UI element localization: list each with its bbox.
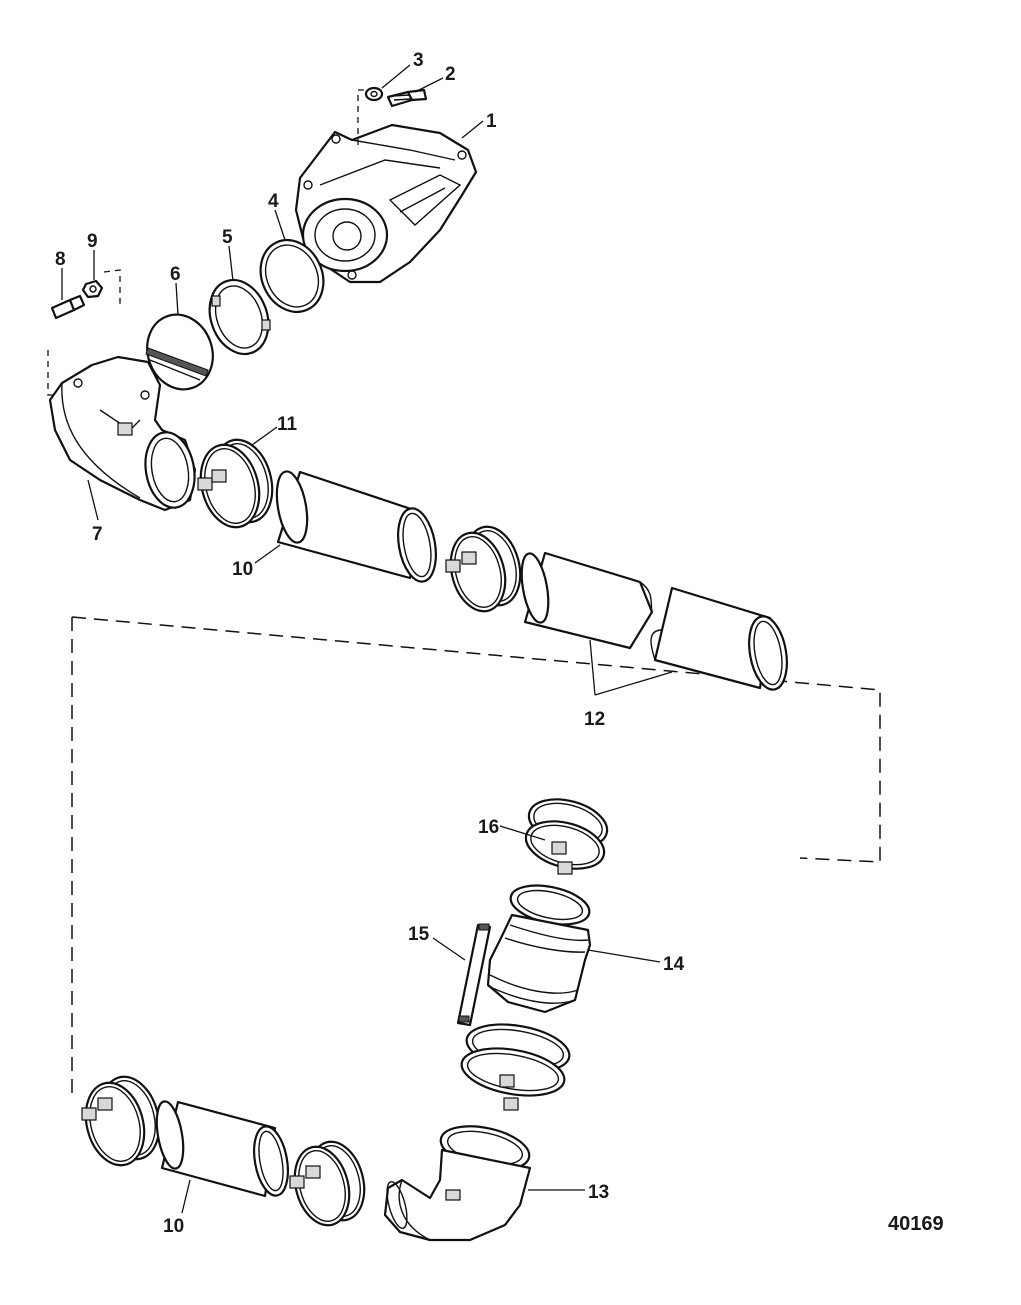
part-5-clamp-ring bbox=[208, 278, 271, 356]
callout-3: 3 bbox=[413, 50, 424, 71]
callout-7: 7 bbox=[92, 524, 103, 545]
callout-11: 11 bbox=[277, 414, 298, 435]
part-4-o-ring bbox=[259, 239, 325, 313]
callout-4: 4 bbox=[268, 191, 279, 212]
hose-clamps-lower bbox=[460, 1023, 571, 1111]
callout-13: 13 bbox=[588, 1182, 609, 1203]
part-1-exhaust-housing bbox=[294, 123, 478, 284]
callout-5: 5 bbox=[222, 227, 233, 248]
callout-9: 9 bbox=[87, 231, 98, 252]
assembly-outline bbox=[71, 616, 881, 1100]
callout-16: 16 bbox=[478, 817, 499, 838]
leader-lines bbox=[61, 64, 673, 1214]
callout-6: 6 bbox=[170, 264, 181, 285]
callout-10-lower: 10 bbox=[163, 1216, 184, 1237]
hose-clamps-middle bbox=[445, 525, 522, 613]
callout-10-upper: 10 bbox=[232, 559, 253, 580]
callout-8: 8 bbox=[55, 249, 66, 270]
hose-clamps-bottom-center bbox=[289, 1140, 366, 1227]
part-12-long-hose bbox=[520, 551, 788, 691]
part-7-flanged-elbow bbox=[48, 355, 197, 512]
callout-15: 15 bbox=[408, 924, 430, 945]
part-10-hose-lower bbox=[155, 1100, 289, 1198]
part-11-hose-clamps bbox=[197, 438, 274, 529]
part-15-strap bbox=[456, 923, 492, 1027]
callout-14: 14 bbox=[663, 954, 685, 975]
part-3-washer bbox=[364, 86, 384, 102]
callout-2: 2 bbox=[445, 64, 456, 85]
part-10-hose-upper bbox=[275, 470, 437, 583]
part-8-screw bbox=[50, 294, 86, 320]
part-13-lower-elbow bbox=[383, 1125, 532, 1242]
hose-clamps-bottom-left bbox=[81, 1075, 161, 1167]
part-6-flapper-valve bbox=[145, 313, 214, 391]
part-9-nut bbox=[81, 279, 104, 299]
part-16-hose-clamps bbox=[524, 798, 609, 875]
callout-1: 1 bbox=[486, 111, 497, 132]
diagram-reference-number: 40169 bbox=[888, 1213, 944, 1235]
callout-labels: 1 2 3 4 5 6 7 8 9 10 10 11 12 13 14 15 1… bbox=[55, 50, 685, 1237]
callout-12: 12 bbox=[584, 709, 605, 730]
part-14-bellows bbox=[486, 884, 592, 1014]
part-2-bolt bbox=[386, 88, 428, 108]
